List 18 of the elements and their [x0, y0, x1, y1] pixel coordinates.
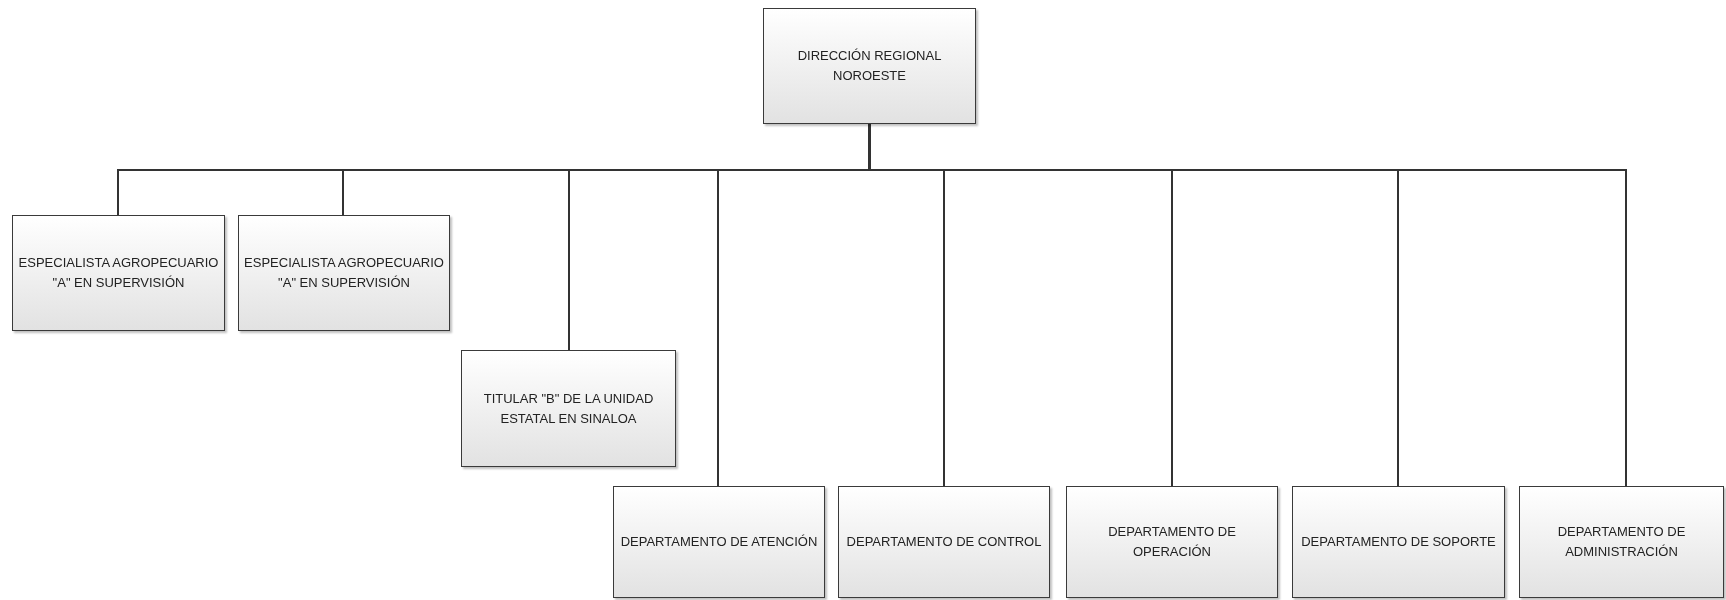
org-box	[12, 215, 225, 331]
box-label: DIRECCIÓN REGIONAL NOROESTE	[796, 47, 943, 85]
box-label: ESPECIALISTA AGROPECUARIO "A" EN SUPERVISIÓN	[243, 254, 445, 292]
box-label: DEPARTAMENTO DE ATENCIÓN	[620, 533, 818, 551]
box-label: TITULAR "B" DE LA UNIDAD ESTATAL EN SINALOA	[482, 389, 655, 428]
org-box	[1292, 486, 1505, 598]
org-box	[613, 486, 825, 598]
box-label: ESPECIALISTA AGROPECUARIO "A" EN SUPERVISIÓN	[17, 254, 220, 292]
org-box	[461, 350, 676, 467]
org-box	[1066, 486, 1278, 598]
org-box	[1519, 486, 1724, 598]
box-label: DEPARTAMENTO DE ADMINISTRACIÓN	[1556, 523, 1687, 561]
box-label: DEPARTAMENTO DE SOPORTE	[1301, 533, 1496, 551]
org-box	[238, 215, 450, 331]
org-box	[763, 8, 976, 124]
box-label: DEPARTAMENTO DE CONTROL	[846, 533, 1042, 551]
org-box	[838, 486, 1050, 598]
box-label: DEPARTAMENTO DE OPERACIÓN	[1107, 523, 1237, 561]
